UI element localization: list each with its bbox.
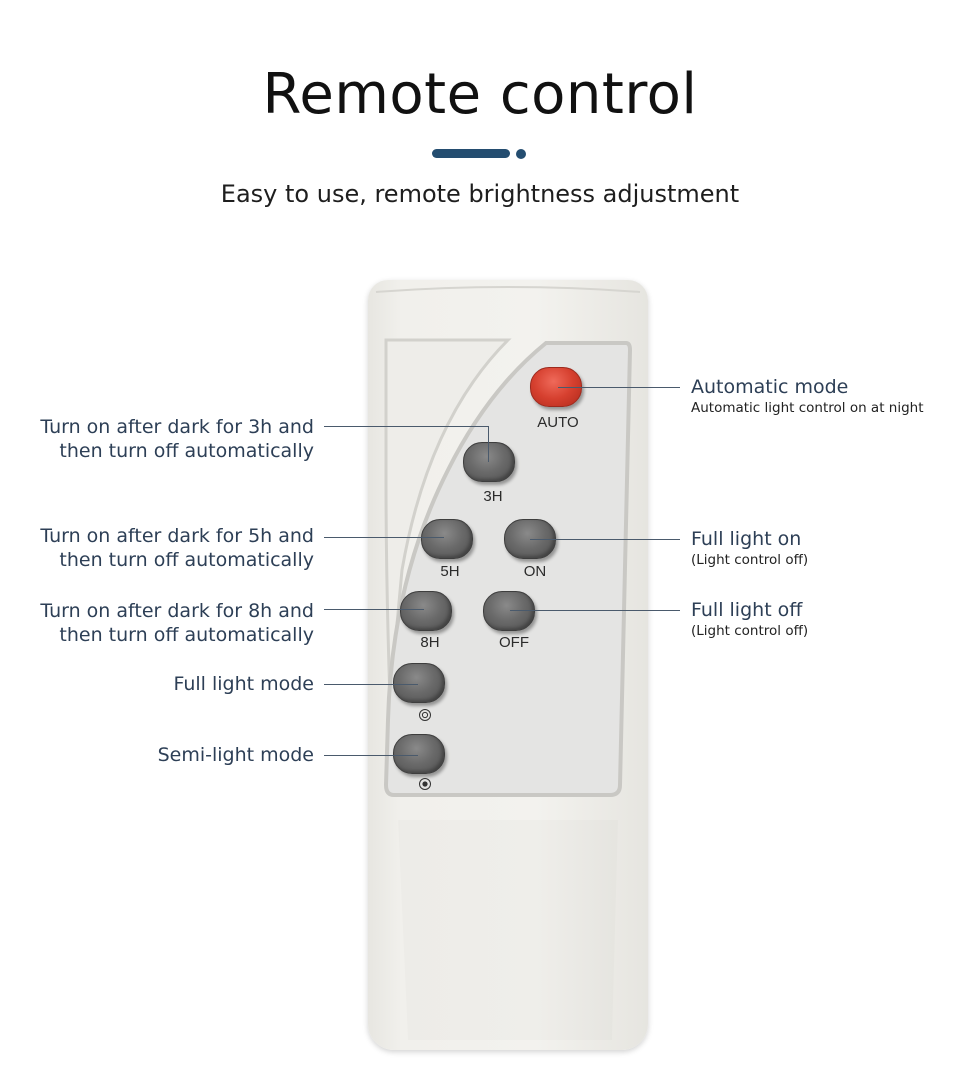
- semi-light-sun-icon: [419, 778, 431, 790]
- off-button[interactable]: [483, 591, 535, 631]
- annotation-8h-line1: Turn on after dark for 8h and: [40, 600, 314, 622]
- leader-line-8h: [324, 609, 424, 610]
- annotation-semi-light: Semi-light mode: [157, 744, 314, 766]
- off-button-label: OFF: [499, 634, 529, 651]
- annotation-auto-detail: Automatic light control on at night: [691, 400, 924, 416]
- annotation-5h-line2: then turn off automatically: [59, 549, 314, 571]
- annotation-off-title: Full light off: [691, 599, 803, 621]
- leader-line-off: [510, 610, 680, 611]
- title-underline-dot: [516, 149, 526, 159]
- leader-line-auto: [558, 387, 680, 388]
- full-light-sun-icon: [419, 709, 431, 721]
- 5h-button[interactable]: [421, 519, 473, 559]
- annotation-on-title: Full light on: [691, 528, 802, 550]
- leader-line-3h: [324, 426, 488, 427]
- 3h-button[interactable]: [463, 442, 515, 482]
- full-light-button[interactable]: [393, 663, 445, 703]
- leader-line-semi-light: [324, 755, 418, 756]
- annotation-auto-title: Automatic mode: [691, 376, 849, 398]
- annotation-on-detail: (Light control off): [691, 552, 809, 568]
- leader-line-3h-drop: [488, 426, 489, 462]
- page-title: Remote control: [262, 62, 698, 127]
- annotation-5h: Turn on after dark for 5h and then turn …: [30, 524, 314, 572]
- annotation-5h-line1: Turn on after dark for 5h and: [40, 525, 314, 547]
- remote-control: AUTO 3H 5H ON 8H OFF: [368, 280, 648, 1050]
- annotation-3h-line1: Turn on after dark for 3h and: [40, 416, 314, 438]
- title-underline-bar: [432, 149, 510, 158]
- 8h-button[interactable]: [400, 591, 452, 631]
- annotation-off-detail: (Light control off): [691, 623, 809, 639]
- 8h-button-label: 8H: [420, 634, 440, 651]
- semi-light-button[interactable]: [393, 734, 445, 774]
- annotation-8h: Turn on after dark for 8h and then turn …: [30, 599, 314, 647]
- page-subtitle: Easy to use, remote brightness adjustmen…: [220, 180, 740, 208]
- auto-button-label: AUTO: [537, 414, 579, 431]
- annotation-8h-line2: then turn off automatically: [59, 624, 314, 646]
- leader-line-full-light: [324, 684, 418, 685]
- leader-line-on: [530, 539, 680, 540]
- annotation-3h: Turn on after dark for 3h and then turn …: [30, 415, 314, 463]
- annotation-3h-line2: then turn off automatically: [59, 440, 314, 462]
- leader-line-5h: [324, 537, 444, 538]
- annotation-full-light: Full light mode: [173, 673, 314, 695]
- remote-faceplate: [375, 286, 641, 797]
- 5h-button-label: 5H: [440, 563, 460, 580]
- 3h-button-label: 3H: [483, 488, 503, 505]
- on-button-label: ON: [523, 563, 547, 580]
